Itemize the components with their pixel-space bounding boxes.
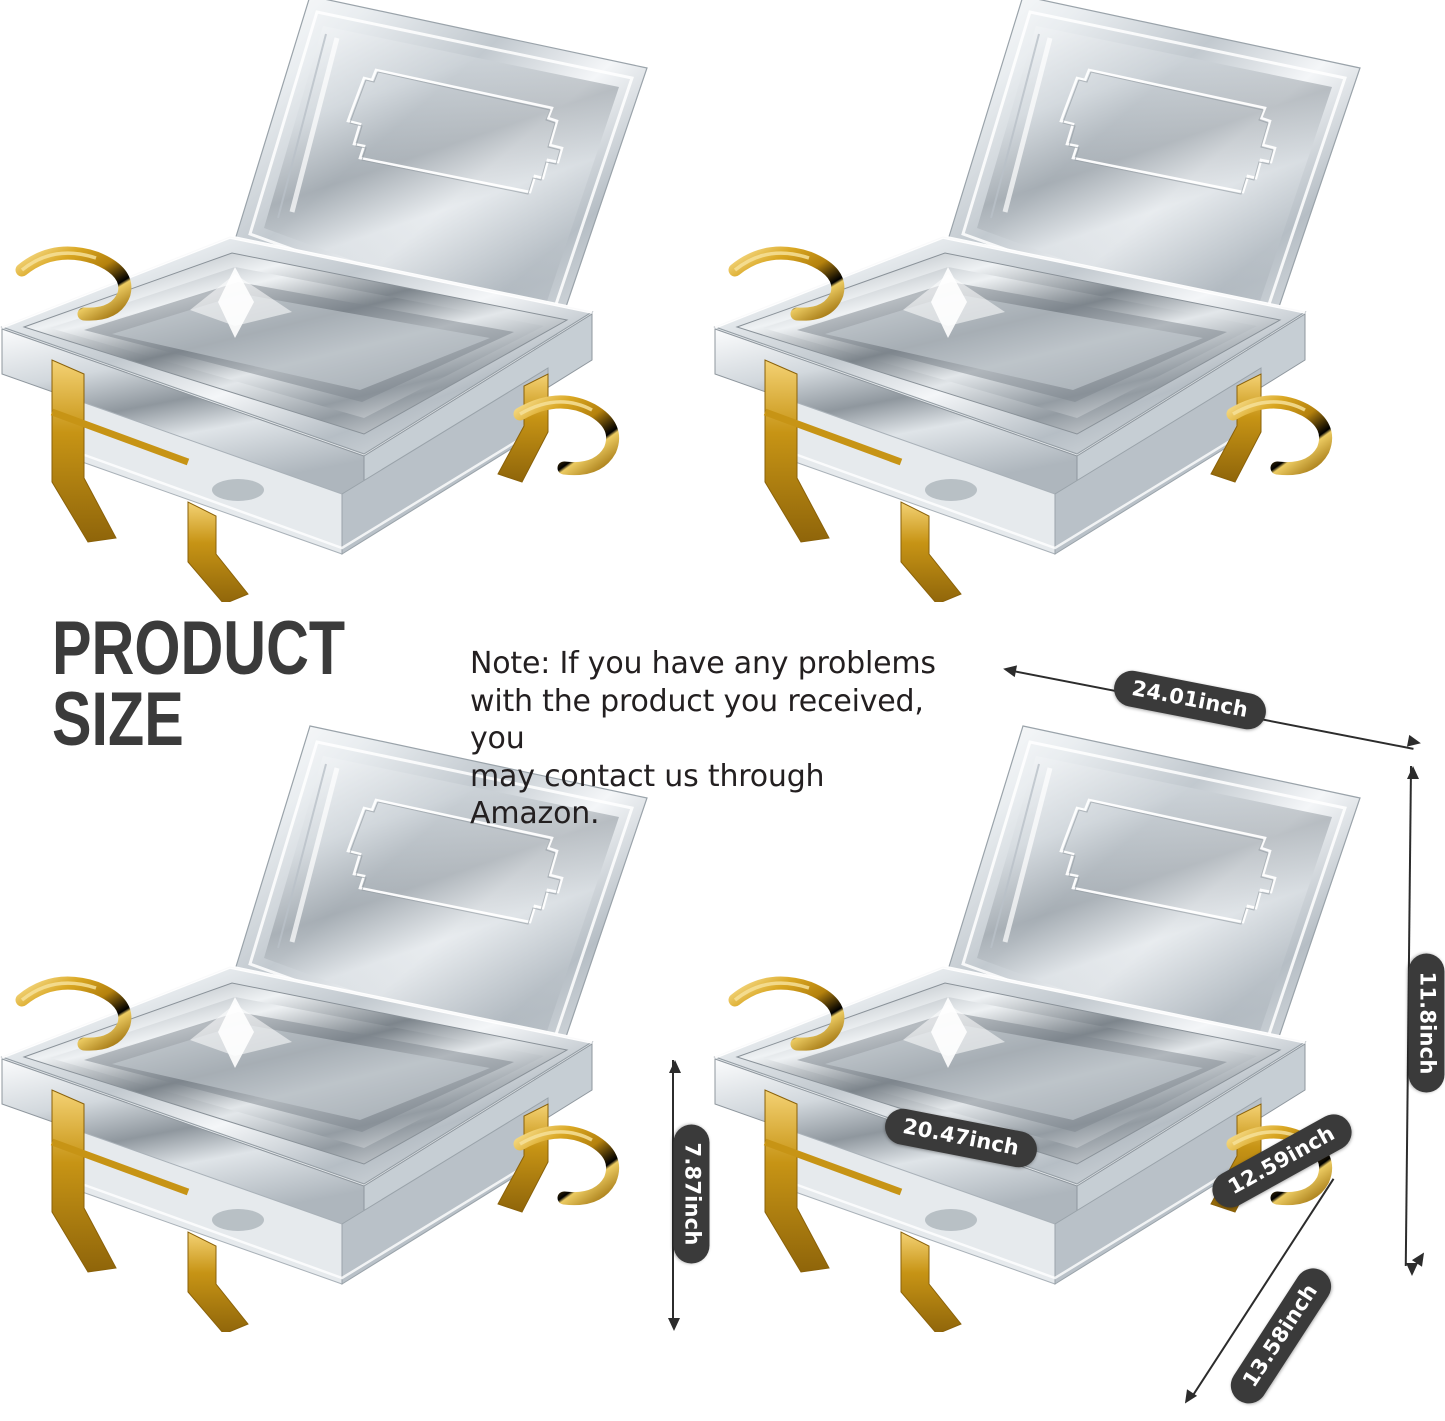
- dimension-line-7-87: [668, 1060, 682, 1332]
- note-text: Note: If you have any problems with the …: [470, 646, 936, 831]
- page-title: PRODUCT SIZE: [52, 606, 346, 762]
- dimension-line-11-8: [1405, 765, 1420, 1278]
- chafing-dish-bottom-left: [0, 712, 652, 1332]
- dimension-badge-11-8: 11.8inch: [1408, 953, 1445, 1093]
- chafing-dish-top-right: [705, 0, 1365, 602]
- dimension-badge-7-87: 7.87inch: [673, 1124, 710, 1264]
- chafing-dish-bottom-right: [705, 712, 1365, 1332]
- chafing-dish-top-left: [0, 0, 652, 602]
